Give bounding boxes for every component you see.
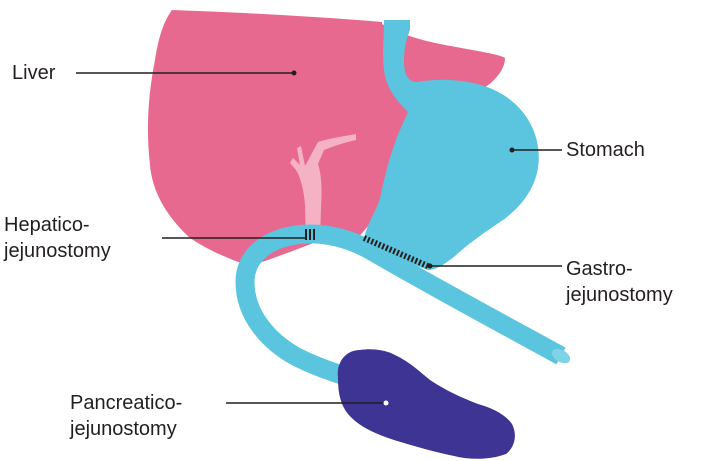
pancreatico-label-line1: Pancreatico- [70, 390, 182, 416]
stomach-label: Stomach [566, 137, 645, 163]
gastro-label-line2: jejunostomy [566, 282, 673, 308]
hepaticojejunostomy-label: Hepatico- jejunostomy [4, 212, 111, 264]
liver-label: Liver [12, 60, 55, 86]
stomach-pointer-dot [510, 148, 515, 153]
pancreatico-pointer-dot [384, 401, 389, 406]
pancreaticojejunostomy-label: Pancreatico- jejunostomy [70, 390, 182, 442]
hepatico-label-line1: Hepatico- [4, 212, 111, 238]
pancreatico-label-line2: jejunostomy [70, 416, 182, 442]
pancreas-shape [338, 349, 515, 459]
gastrojejunostomy-label: Gastro- jejunostomy [566, 256, 673, 308]
liver-pointer-dot [292, 71, 297, 76]
gastro-label-line1: Gastro- [566, 256, 673, 282]
hepatico-label-line2: jejunostomy [4, 238, 111, 264]
gastro-pointer-dot [428, 264, 433, 269]
